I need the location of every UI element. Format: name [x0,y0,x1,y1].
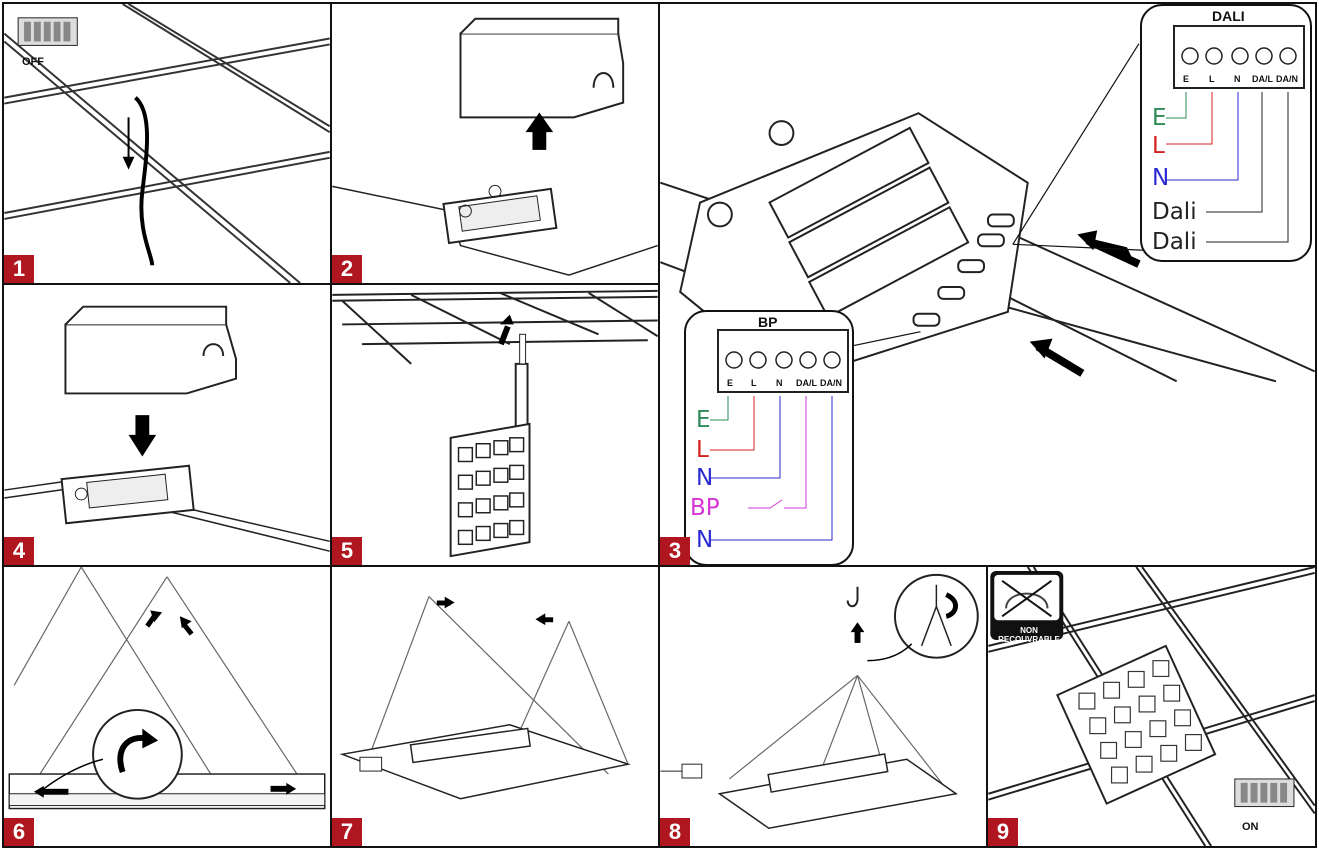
dali-wire-n: N [1152,165,1170,191]
off-label: OFF [22,56,44,68]
dali-wire-dali-2: Dali [1152,229,1197,255]
bp-terminal-e: E [727,378,734,388]
bp-wire-bp: BP [690,495,720,521]
bp-title: BP [758,314,778,330]
terminal-block-wiring-illustration [660,43,1315,383]
dali-callout: DALI E L N DA/L DA/N E L N Dali Dali [1140,4,1312,262]
junction-box-close-illustration [4,305,330,552]
dali-terminal-l: L [1209,74,1215,84]
dali-terminal-e: E [1183,74,1190,84]
dali-wire-dali-1: Dali [1152,199,1197,225]
step-7-panel: 7 [330,565,660,848]
step-9-panel: NON RECOUVRABLE ON 9 [986,565,1317,848]
step-number: 2 [332,255,362,283]
step-1-panel: OFF 1 [2,2,332,285]
bp-callout: BP E L N DA/L DA/N E L N BP N [684,310,854,565]
bp-terminal-diagram [710,329,849,541]
step-3-panel: DALI E L N DA/L DA/N E L N Dali Dali BP [658,2,1317,567]
dali-terminal-dan: DA/N [1276,74,1298,84]
bp-wire-n: N [696,465,714,491]
ceiling-grid-illustration [4,4,330,283]
bp-wire-l: L [696,437,709,463]
dali-terminal-n: N [1234,74,1241,84]
dali-terminal-dal: DA/L [1252,74,1273,84]
wire-adjust-illustration [339,596,631,800]
bp-terminal-dan: DA/N [820,378,842,388]
no-cover-label: NON RECOUVRABLE [998,626,1060,644]
dali-title: DALI [1212,8,1245,24]
breaker-icon [17,17,78,46]
panel-hang-illustration [332,289,658,558]
bp-terminal-l: L [751,378,757,388]
step-number: 5 [332,537,362,565]
dali-terminal-diagram [1166,25,1305,243]
bp-wire-n-2: N [696,527,714,553]
step-number: 4 [4,537,34,565]
wire-suspension-illustration [8,567,326,810]
step-number: 1 [4,255,34,283]
step-5-panel: 5 [330,283,660,567]
no-cover-warning-icon [990,570,1064,640]
dali-wire-l: L [1152,133,1165,159]
step-6-panel: 6 [2,565,332,848]
step-number: 7 [332,818,362,846]
step-4-panel: 4 [2,283,332,567]
dali-wire-e: E [1152,105,1167,131]
bp-wire-e: E [696,407,711,433]
bp-terminal-n: N [776,378,783,388]
hook-attach-illustration [660,573,979,830]
breaker-icon [1234,778,1295,808]
on-label: ON [1242,821,1259,833]
step-8-panel: 8 [658,565,988,848]
step-2-panel: 2 [330,2,660,285]
step-number: 3 [660,537,690,565]
step-number: 8 [660,818,690,846]
junction-box-open-illustration [332,17,658,276]
installed-panel-illustration [988,567,1315,846]
step-number: 9 [988,818,1018,846]
step-number: 6 [4,818,34,846]
bp-terminal-dal: DA/L [796,378,817,388]
